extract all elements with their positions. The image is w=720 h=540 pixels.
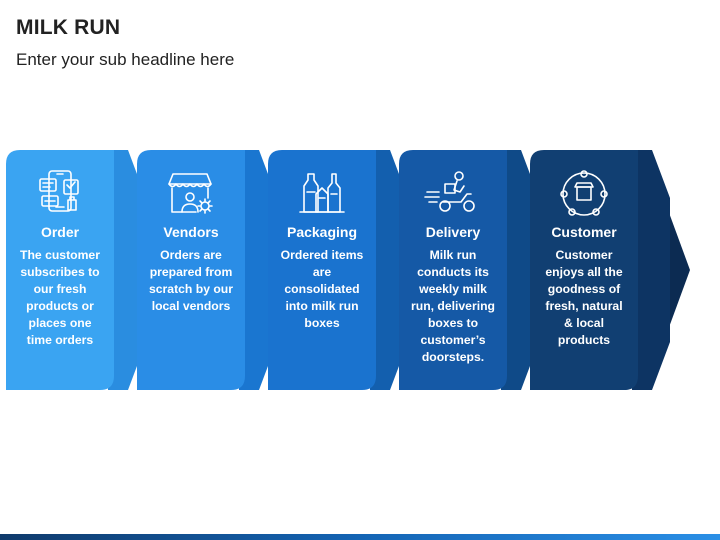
step-customer: Customer Customer enjoys all the goodnes… [530,150,638,390]
delivery-scooter-icon [423,166,483,222]
vendor-store-icon [161,166,221,222]
step-connector-tab [108,150,146,390]
step-label: Customer [551,224,617,240]
step-connector-tab [632,150,670,390]
footer-bar [0,534,720,540]
packaging-bottles-icon [292,166,352,222]
step-card [268,150,376,390]
step-card [530,150,638,390]
step-connector-tab [239,150,277,390]
mobile-order-icon [30,166,90,222]
customer-network-icon [554,166,614,222]
step-label: Packaging [286,224,358,240]
page-subtitle: Enter your sub headline here [16,50,235,69]
step-card [399,150,507,390]
step-description: Ordered items are consolidated into milk… [280,248,364,330]
step-card [137,150,245,390]
step-description: Customer enjoys all the goodness of fres… [545,248,623,347]
step-label: Delivery [425,224,481,240]
step-delivery: Delivery Milk run conducts its weekly mi… [399,150,507,390]
step-order: Order The customer subscribes to our fre… [6,150,114,390]
step-label: Vendors [163,224,219,240]
step-description: Milk run conducts its weekly milk run, d… [411,248,495,364]
step-connector-tab [501,150,539,390]
step-card [6,150,114,390]
step-description: Orders are prepared from scratch by our … [149,248,233,313]
step-packaging: Packaging Ordered items are consolidated… [268,150,376,390]
step-connector-tab [370,150,408,390]
step-label: Order [40,224,80,240]
step-description: The customer subscribes to our fresh pro… [20,248,100,347]
step-vendors: Vendors Orders are prepared from scratch… [137,150,245,390]
page-title: MILK RUN [16,16,121,39]
